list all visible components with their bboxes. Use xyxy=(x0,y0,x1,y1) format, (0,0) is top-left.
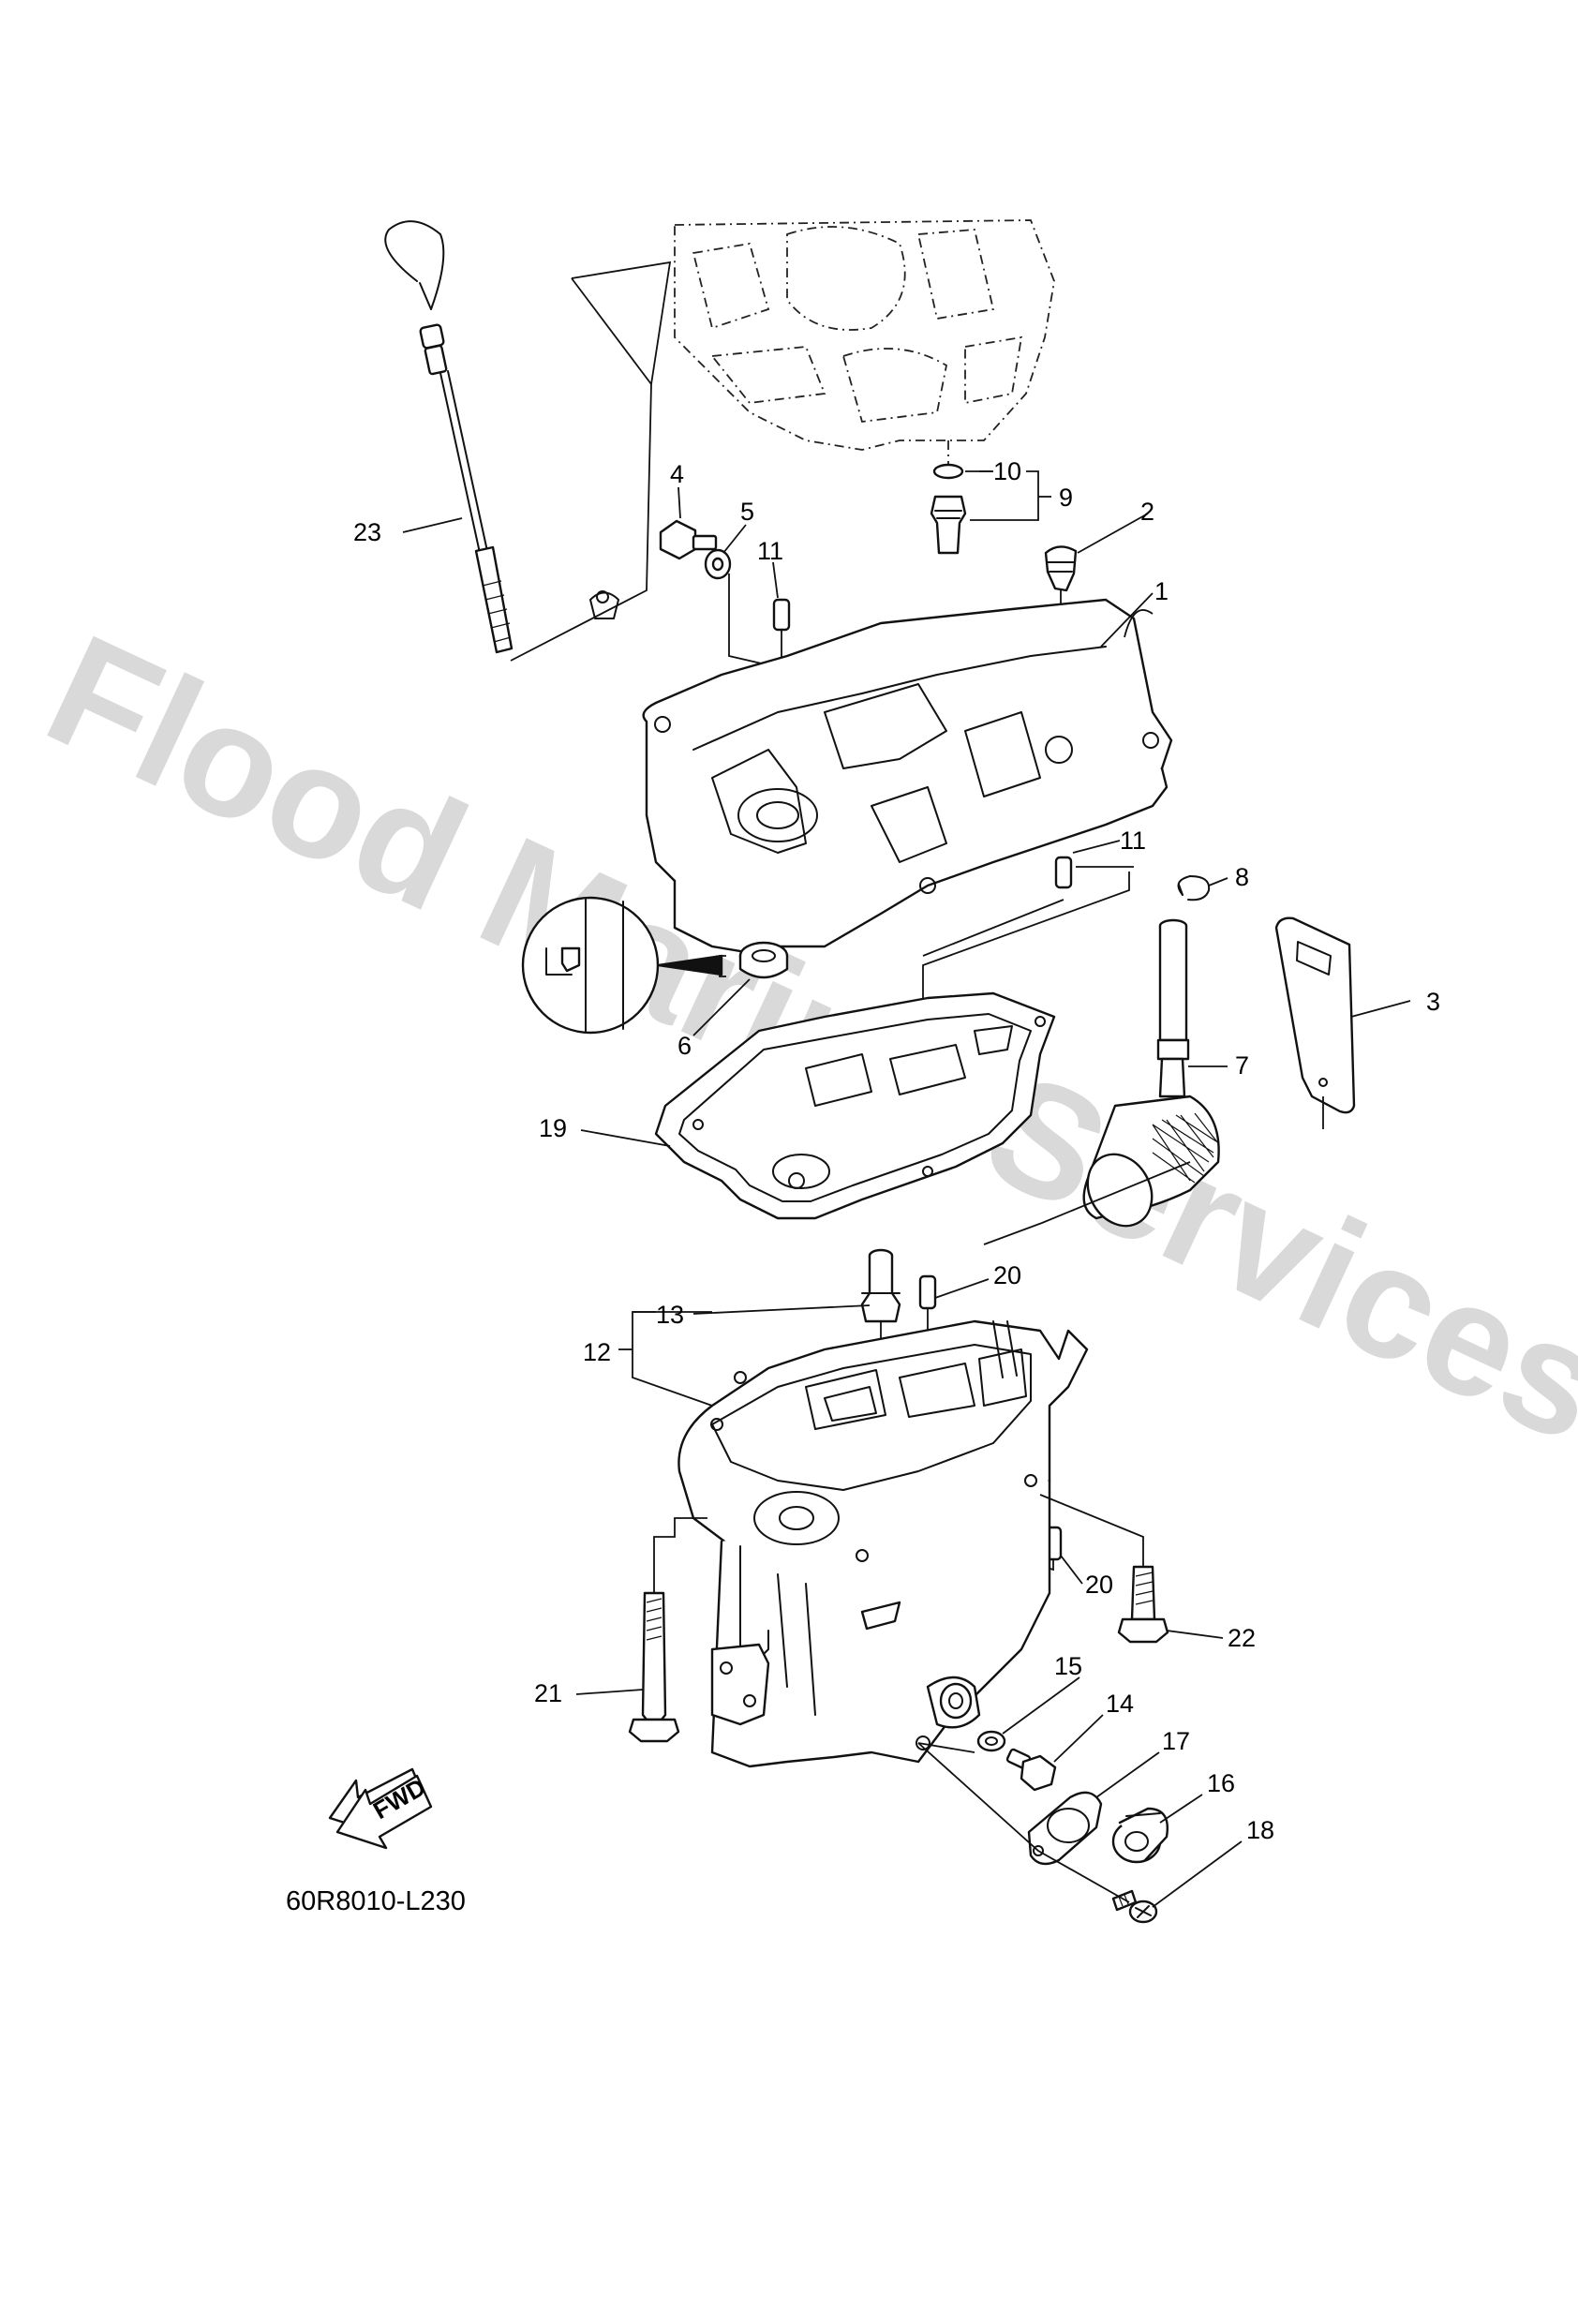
fitting-13 xyxy=(860,1248,901,1323)
callout-16: 16 xyxy=(1207,1769,1235,1797)
oil-seal-6 xyxy=(738,941,789,979)
callout-1: 1 xyxy=(1154,577,1169,605)
washer-15 xyxy=(976,1730,1006,1752)
callout-7: 7 xyxy=(1235,1051,1249,1080)
callout-20-lower: 20 xyxy=(1085,1571,1113,1599)
baffle-3 xyxy=(1274,916,1356,1114)
callout-5: 5 xyxy=(740,498,754,526)
callout-19: 19 xyxy=(539,1114,567,1142)
callout-11-upper: 11 xyxy=(757,537,783,565)
gasket-19 xyxy=(654,991,1056,1220)
callout-numbers: 1 2 3 4 5 6 7 8 9 10 11 11 12 13 14 15 1… xyxy=(353,457,1440,1844)
oil-pan-12 xyxy=(677,1319,1089,1768)
bolt-21 xyxy=(628,1591,680,1743)
diagram-code: 60R8010-L230 xyxy=(286,1886,466,1916)
callout-6: 6 xyxy=(677,1032,692,1060)
bolt-22 xyxy=(1117,1565,1169,1644)
seal-detail-inset xyxy=(521,896,726,1035)
bolt-14 xyxy=(1005,1748,1057,1792)
callout-12: 12 xyxy=(583,1338,611,1366)
dowel-pin-20-upper xyxy=(918,1274,937,1310)
callout-8: 8 xyxy=(1235,863,1249,891)
callout-leaders xyxy=(402,470,1411,1908)
callout-20-upper: 20 xyxy=(993,1261,1021,1289)
plug-2 xyxy=(1044,545,1078,592)
callout-13: 13 xyxy=(656,1301,684,1329)
callout-14: 14 xyxy=(1106,1690,1134,1718)
dowel-pin-11-lower xyxy=(1054,856,1073,889)
plug-16 xyxy=(1111,1807,1169,1864)
cover-17 xyxy=(1027,1791,1103,1866)
callout-22: 22 xyxy=(1228,1624,1256,1652)
engine-block-outline xyxy=(674,219,1055,464)
bolt-4 xyxy=(659,519,718,560)
callout-23: 23 xyxy=(353,518,381,546)
callout-21: 21 xyxy=(534,1679,562,1707)
callout-17: 17 xyxy=(1162,1727,1190,1755)
callout-10: 10 xyxy=(993,457,1021,485)
washer-5 xyxy=(704,548,732,580)
forward-direction-arrow: FWD xyxy=(328,1767,433,1850)
callout-2: 2 xyxy=(1140,498,1154,526)
callout-9: 9 xyxy=(1059,484,1073,512)
dipstick xyxy=(384,220,514,654)
upper-oil-pan-1 xyxy=(589,590,1173,958)
screw-18 xyxy=(1111,1889,1158,1924)
oil-strainer-7 xyxy=(1082,918,1220,1228)
callout-15: 15 xyxy=(1054,1652,1082,1680)
callout-4: 4 xyxy=(670,460,684,488)
fitting-9 xyxy=(930,463,967,555)
circlip-8 xyxy=(1177,875,1211,901)
callout-18: 18 xyxy=(1246,1816,1274,1844)
callout-11-lower: 11 xyxy=(1120,827,1146,855)
dowel-pin-11-upper xyxy=(772,598,791,632)
callout-3: 3 xyxy=(1426,988,1440,1016)
